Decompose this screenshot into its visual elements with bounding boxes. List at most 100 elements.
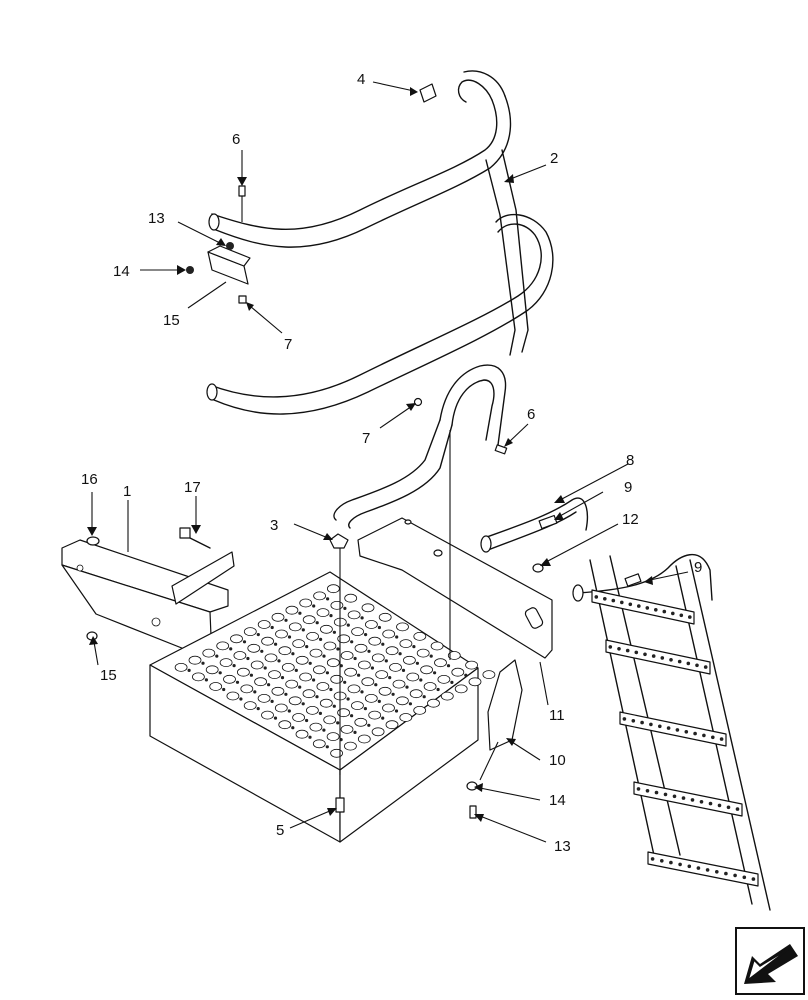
grating-hole <box>416 648 430 658</box>
tread-hole <box>726 805 731 810</box>
grating-hole <box>302 615 316 625</box>
tread-hole <box>654 790 659 795</box>
grating-hole <box>268 670 281 679</box>
grating-dot <box>329 687 333 692</box>
grating-hole <box>306 632 320 641</box>
tread-hole <box>690 798 695 802</box>
tread-hole <box>693 731 697 736</box>
tread-hole <box>640 720 644 725</box>
grating-hole <box>295 655 309 665</box>
callout-9: 9 <box>624 479 632 496</box>
grating-hole <box>288 696 302 706</box>
grating-dot <box>263 666 267 670</box>
callout-6: 6 <box>527 406 535 423</box>
grating-dot <box>235 680 240 684</box>
small-parts <box>329 397 642 813</box>
grating-dot <box>412 645 416 649</box>
grating-hole <box>230 634 243 644</box>
tread-hole <box>719 737 724 741</box>
tread-hole <box>669 658 673 662</box>
grating-dot <box>401 668 406 673</box>
grating-dot <box>298 611 302 615</box>
tread-hole <box>671 611 675 616</box>
grating-hole <box>451 667 465 677</box>
grating-dot <box>274 642 278 646</box>
tread-hole <box>735 807 740 811</box>
grating-dot <box>360 690 364 694</box>
tread-hole <box>628 602 633 607</box>
grating-hole <box>434 658 447 668</box>
grating-dot <box>253 690 257 694</box>
handrail-lower <box>206 213 554 415</box>
grating-hole <box>236 667 250 677</box>
grating-dot <box>218 671 222 675</box>
grating-hole <box>344 667 358 677</box>
callout-2: 2 <box>550 150 558 167</box>
grating-dot <box>357 673 361 677</box>
grating-hole <box>309 722 323 732</box>
grating-dot <box>318 711 322 716</box>
grating-hole <box>357 660 371 670</box>
grating-hole <box>371 727 385 737</box>
grating-hole <box>316 608 330 617</box>
cap-4 <box>419 83 437 103</box>
grating-hole <box>368 636 382 646</box>
grating-hole <box>343 741 357 751</box>
frame-1 <box>61 527 235 661</box>
grating-hole <box>233 651 247 660</box>
tread-hole <box>681 796 686 800</box>
grating-dot <box>464 673 468 677</box>
tread-hole <box>684 730 689 734</box>
grating-hole <box>216 641 230 651</box>
grating-dot <box>332 704 336 708</box>
grating-hole <box>247 643 261 653</box>
arrow-down-left-icon[interactable] <box>735 927 805 995</box>
callout-14: 14 <box>549 792 566 809</box>
grating-dot <box>315 621 319 625</box>
grating-hole <box>257 694 271 703</box>
tread-hole <box>672 794 677 799</box>
tread-hole <box>703 665 708 669</box>
grating-dot <box>187 668 191 673</box>
grating-hole <box>385 720 399 730</box>
grating-dot <box>446 664 451 668</box>
grating-dot <box>287 709 291 713</box>
grating-dot <box>346 623 350 627</box>
tread-hole <box>687 864 692 869</box>
grating-hole <box>368 710 382 720</box>
grating-hole <box>406 672 420 682</box>
grating-hole <box>399 713 413 722</box>
grating-hole <box>274 703 288 713</box>
tread-hole <box>751 877 756 881</box>
grating-dot <box>353 730 357 735</box>
tread-hole <box>717 803 722 808</box>
grating-hole <box>357 734 371 744</box>
grating-hole <box>313 591 327 601</box>
grating-dot <box>422 695 426 699</box>
grating-dot <box>315 695 319 699</box>
tread-hole <box>622 717 627 721</box>
grating-hole <box>288 622 302 632</box>
grating-dot <box>239 697 243 701</box>
grating-dot <box>377 625 381 630</box>
grating-hole <box>312 665 326 675</box>
callout-15: 15 <box>163 312 180 329</box>
grating-dot <box>363 707 367 711</box>
grating-dot <box>381 716 385 720</box>
grating-hole <box>382 629 396 639</box>
grating-dot <box>388 676 392 680</box>
tread-hole <box>742 875 747 880</box>
callout-7: 7 <box>362 430 370 447</box>
grating-hole <box>465 660 479 670</box>
grating-hole <box>254 677 268 687</box>
grating-dot <box>350 714 354 718</box>
grating-hole <box>191 672 205 682</box>
grating-dot <box>367 723 371 727</box>
grating-hole <box>430 641 444 651</box>
grating-dot <box>436 687 440 692</box>
grating-hole <box>319 624 333 634</box>
grating-hole <box>330 748 344 758</box>
grating-hole <box>413 632 427 641</box>
platform-grating <box>149 571 496 843</box>
